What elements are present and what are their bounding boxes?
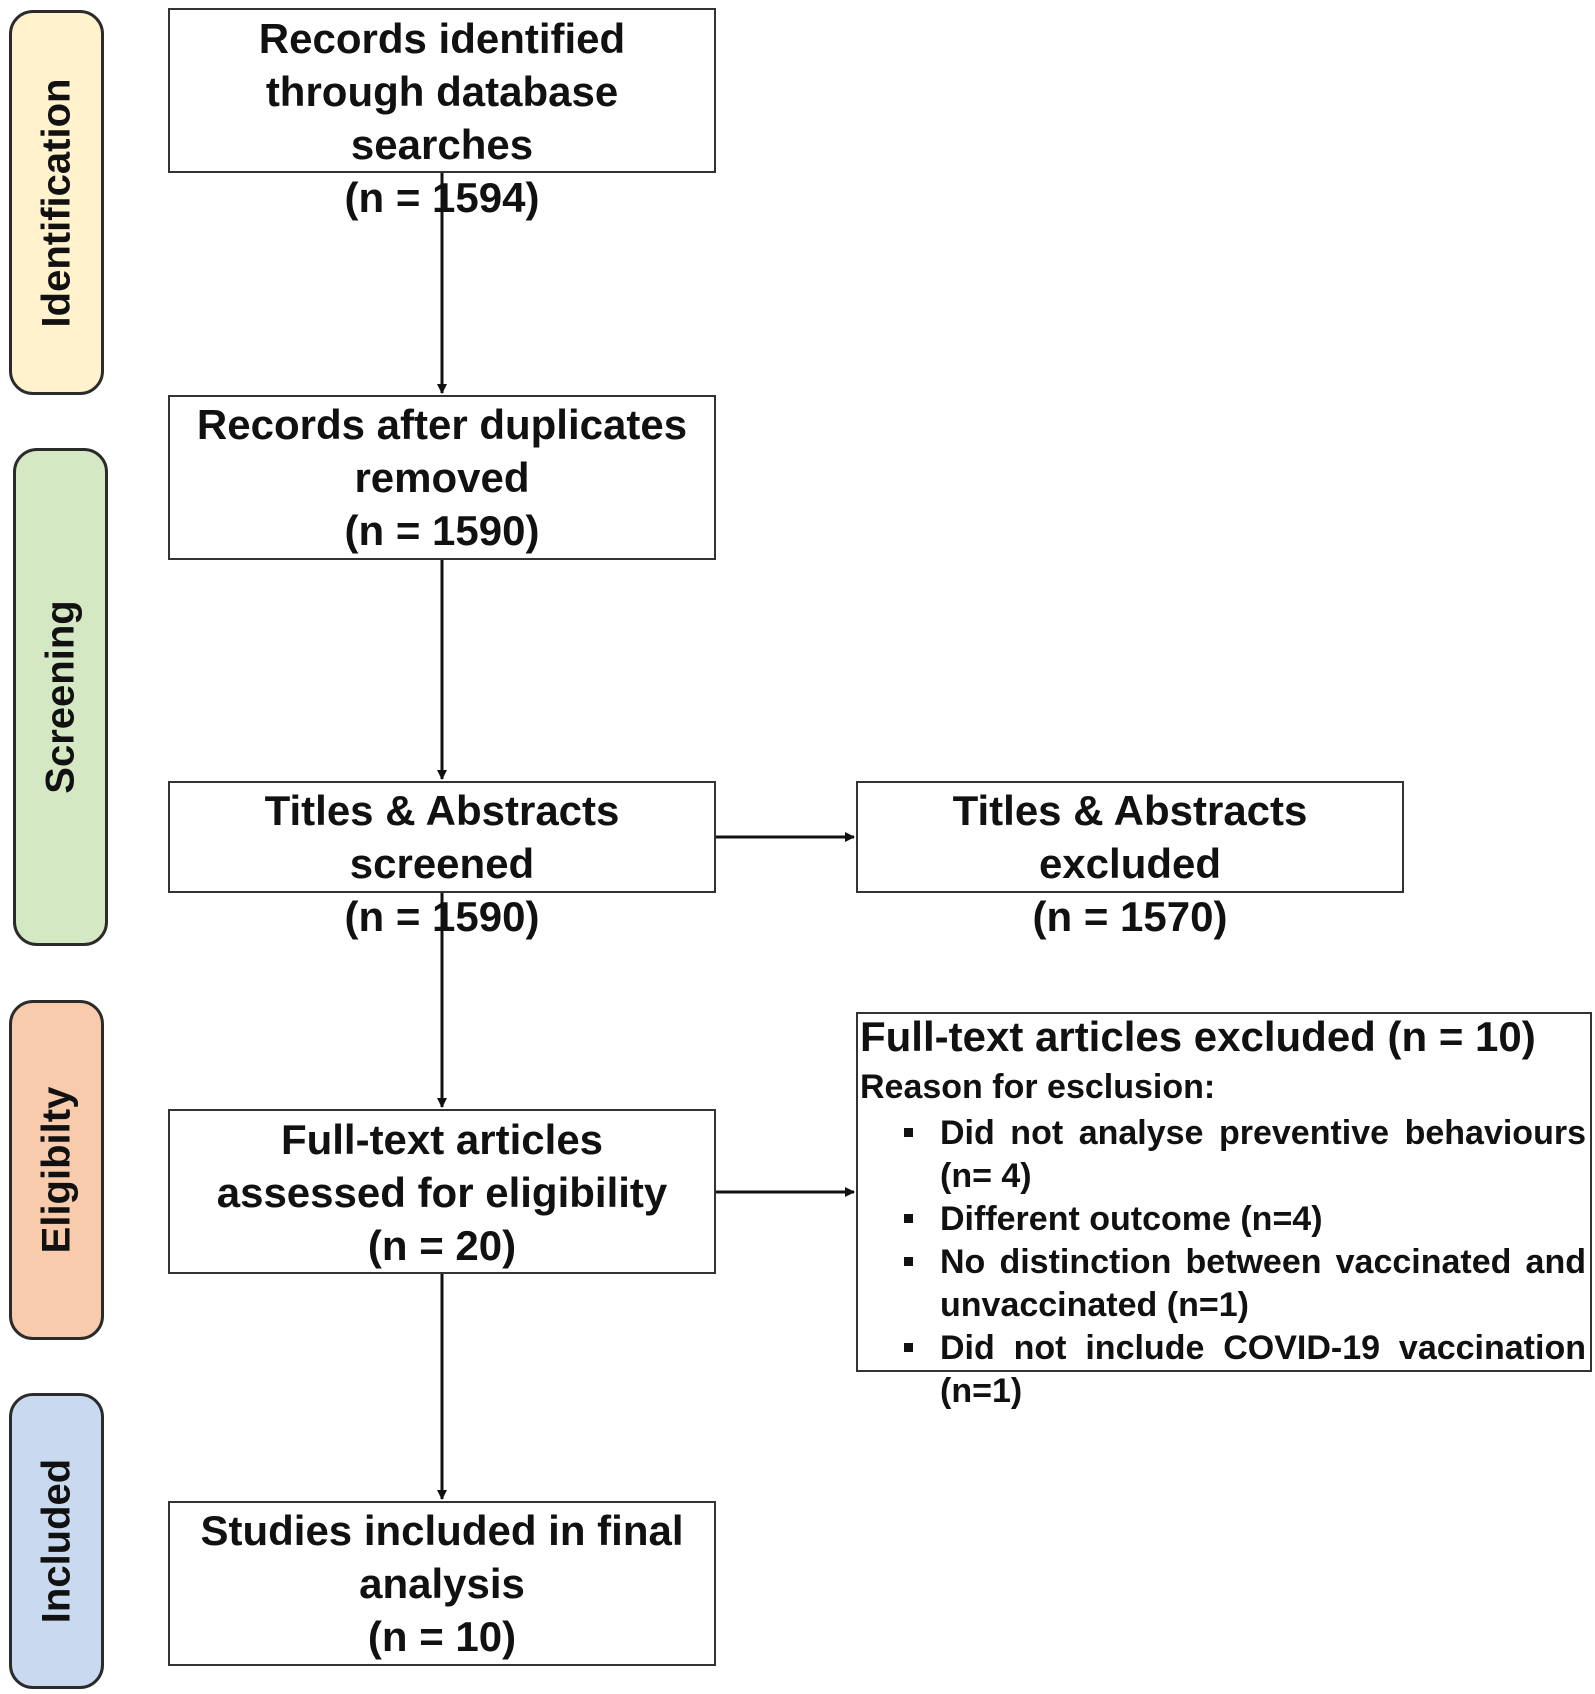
records-deduplicated-line-2: removed	[354, 454, 530, 501]
titles-screened-count: (n = 1590)	[344, 893, 540, 940]
box-fulltext-assessed	[168, 1109, 716, 1274]
records-identified-text: Records identified through database sear…	[168, 12, 716, 224]
fulltext-assessed-line-1: Full-text articles	[280, 1116, 604, 1163]
titles-excluded-line-2: excluded	[1038, 840, 1222, 887]
box-titles-excluded	[856, 781, 1404, 893]
bullet-icon	[904, 1128, 913, 1137]
titles-screened-text: Titles & Abstracts screened (n = 1590)	[168, 784, 716, 943]
records-identified-line-3: searches	[350, 121, 534, 168]
titles-screened-line-2: screened	[349, 840, 535, 887]
titles-screened-line-1: Titles & Abstracts	[264, 787, 620, 834]
stage-screening: Screening	[13, 448, 108, 946]
stage-eligibility: Eligibilty	[9, 1000, 104, 1340]
bullet-icon	[904, 1257, 913, 1266]
stage-identification: Identification	[9, 10, 104, 395]
fulltext-excluded-title: Full-text articles excluded (n = 10)	[860, 1013, 1536, 1060]
box-titles-screened	[168, 781, 716, 893]
fulltext-assessed-count: (n = 20)	[367, 1222, 517, 1269]
exclusion-reason-item: Different outcome (n=4)	[900, 1198, 1586, 1241]
studies-included-line-1: Studies included in final	[200, 1507, 684, 1554]
exclusion-reason-heading: Reason for esclusion:	[860, 1068, 1216, 1106]
exclusion-reason-item: No distinction between vaccinated and un…	[900, 1241, 1586, 1327]
records-deduplicated-count: (n = 1590)	[344, 507, 540, 554]
exclusion-reason-text: Did not analyse preventive behaviours (n…	[940, 1114, 1586, 1195]
records-identified-count: (n = 1594)	[344, 174, 540, 221]
bullet-icon	[904, 1343, 913, 1352]
titles-excluded-text: Titles & Abstracts excluded (n = 1570)	[856, 784, 1404, 943]
titles-excluded-count: (n = 1570)	[1032, 893, 1228, 940]
records-identified-line-1: Records identified	[258, 15, 626, 62]
records-identified-line-2: through database	[265, 68, 619, 115]
exclusion-reason-item: Did not analyse preventive behaviours (n…	[900, 1112, 1586, 1198]
records-deduplicated-line-1: Records after duplicates	[196, 401, 688, 448]
titles-excluded-line-1: Titles & Abstracts	[952, 787, 1308, 834]
exclusion-reason-item: Did not include COVID-19 vaccination (n=…	[900, 1327, 1586, 1413]
bullet-icon	[904, 1214, 913, 1223]
box-records-deduplicated	[168, 395, 716, 560]
studies-included-text: Studies included in final analysis (n = …	[168, 1504, 716, 1663]
exclusion-reason-text: No distinction between vaccinated and un…	[940, 1243, 1586, 1324]
records-deduplicated-text: Records after duplicates removed (n = 15…	[168, 398, 716, 557]
exclusion-reason-text: Did not include COVID-19 vaccination (n=…	[940, 1329, 1586, 1410]
fulltext-assessed-text: Full-text articles assessed for eligibil…	[168, 1113, 716, 1272]
box-records-identified	[168, 8, 716, 173]
exclusion-reasons-list: Did not analyse preventive behaviours (n…	[900, 1112, 1586, 1413]
studies-included-count: (n = 10)	[367, 1613, 517, 1660]
box-fulltext-excluded	[856, 1012, 1592, 1372]
stage-included: Included	[9, 1393, 104, 1689]
fulltext-assessed-line-2: assessed for eligibility	[216, 1169, 668, 1216]
exclusion-reason-text: Different outcome (n=4)	[940, 1200, 1323, 1238]
box-studies-included	[168, 1501, 716, 1666]
studies-included-line-2: analysis	[359, 1560, 525, 1607]
